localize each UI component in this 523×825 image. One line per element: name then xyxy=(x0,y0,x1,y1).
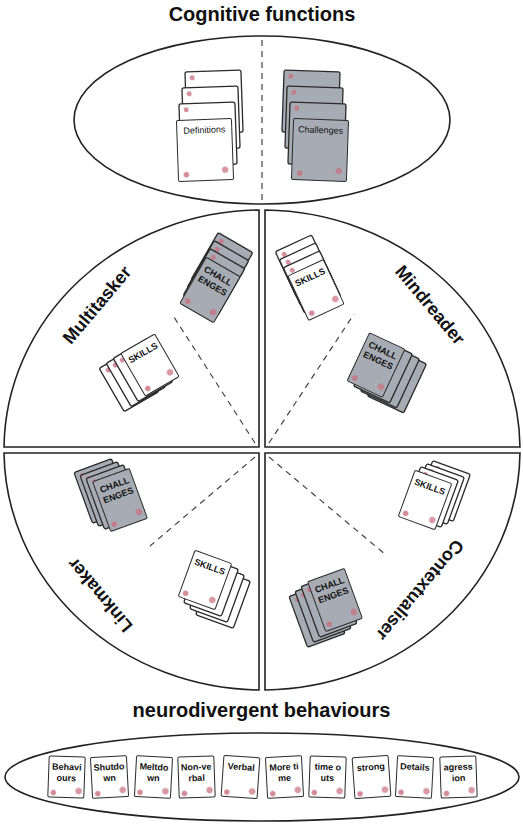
smudge xyxy=(288,74,293,79)
sector-outline xyxy=(265,453,520,690)
card: Challenges xyxy=(291,118,349,182)
card-text: SKILLS xyxy=(412,476,448,498)
card-text: Details xyxy=(400,761,432,773)
card: More time xyxy=(264,755,303,799)
card: Shutdown xyxy=(90,755,129,799)
card-text: Non-verbal xyxy=(181,761,213,784)
card-text: CHALLENGES xyxy=(312,574,351,606)
card-text: Challenges xyxy=(296,124,346,137)
card-text: More time xyxy=(268,761,300,784)
label-holder: Multitasker xyxy=(58,262,136,349)
smudge xyxy=(291,90,296,95)
sector-outline xyxy=(4,210,259,447)
card-text: time outs xyxy=(312,761,344,784)
card: CHALLENGES xyxy=(92,468,148,532)
card-text: Definitions xyxy=(179,124,229,137)
quadrant-sector: Mindreader SKILLS CHALLENGES xyxy=(265,210,520,447)
card: Non-verbal xyxy=(178,755,216,798)
card-text: Behaviours xyxy=(50,761,82,784)
smudge xyxy=(184,107,189,112)
card-text: strong xyxy=(355,761,387,774)
group-ellipse: Cognitive functionsDefinitions Challenges xyxy=(70,2,454,206)
card: Behaviours xyxy=(47,755,85,798)
card-text: SKILLS xyxy=(293,266,328,290)
card-text: CHALLENGES xyxy=(97,474,136,506)
dashed-divider xyxy=(269,457,386,555)
card-text: Verbal xyxy=(225,761,257,774)
sector-outline xyxy=(4,210,259,447)
ellipse-outline xyxy=(74,36,450,204)
card: CHALLENGES xyxy=(179,257,241,324)
smudge xyxy=(187,91,192,96)
card-text: CHALLENGES xyxy=(360,339,400,373)
card: Definitions xyxy=(176,118,234,182)
card-text: SKILLS xyxy=(192,556,228,578)
card-text: Meltdown xyxy=(137,761,169,784)
card: Verbal xyxy=(220,755,260,799)
group-title: neurodivergent behaviours xyxy=(4,698,519,722)
label-holder: Linkmaker xyxy=(63,553,138,636)
dashed-divider xyxy=(150,457,255,546)
card-text: agression xyxy=(442,761,474,784)
sector-outline xyxy=(265,210,520,447)
dashed-divider xyxy=(261,40,262,200)
card: SKILLS xyxy=(178,550,233,611)
sector-outline xyxy=(265,453,520,690)
group-ellipse: neurodivergent behavioursBehaviours Shutd… xyxy=(4,698,519,823)
card: agression xyxy=(439,755,477,798)
card-text: CHALLENGES xyxy=(195,263,235,299)
card: SKILLS xyxy=(120,333,180,396)
card-text: SKILLS xyxy=(126,340,161,366)
card: Details xyxy=(395,755,434,799)
sector-outline xyxy=(4,453,259,690)
card: SKILLS xyxy=(287,259,344,321)
card: CHALLENGES xyxy=(307,568,363,632)
sector-outline xyxy=(265,210,520,447)
quadrant-sector: Linkmaker CHALLENGES SKILLS xyxy=(4,453,259,690)
smudge xyxy=(294,106,299,111)
dashed-divider xyxy=(172,314,255,443)
label-holder: Mindreader xyxy=(390,261,469,349)
card: Meltdown xyxy=(134,755,173,799)
dashed-divider xyxy=(269,314,354,443)
card-text: Shutdown xyxy=(93,761,125,784)
sector-label: Mindreader xyxy=(390,261,469,349)
sector-label: Multitasker xyxy=(58,262,136,349)
card: time outs xyxy=(308,755,346,798)
quadrant-sector: Multitasker CHALLENGES SKILLS xyxy=(4,210,259,447)
sector-label: Linkmaker xyxy=(63,553,138,636)
card: SKILLS xyxy=(398,470,453,531)
sector-label: Contextualiser xyxy=(371,535,468,645)
card: CHALLENGES xyxy=(346,332,405,398)
ellipse-outline xyxy=(70,2,454,206)
label-holder: Contextualiser xyxy=(371,535,468,645)
ellipse-outline xyxy=(5,733,519,821)
quadrant-sector: Contextualiser SKILLS CHALLENGES xyxy=(265,453,520,690)
card: strong xyxy=(351,755,391,799)
group-title: Cognitive functions xyxy=(70,2,454,26)
smudge xyxy=(190,75,195,80)
